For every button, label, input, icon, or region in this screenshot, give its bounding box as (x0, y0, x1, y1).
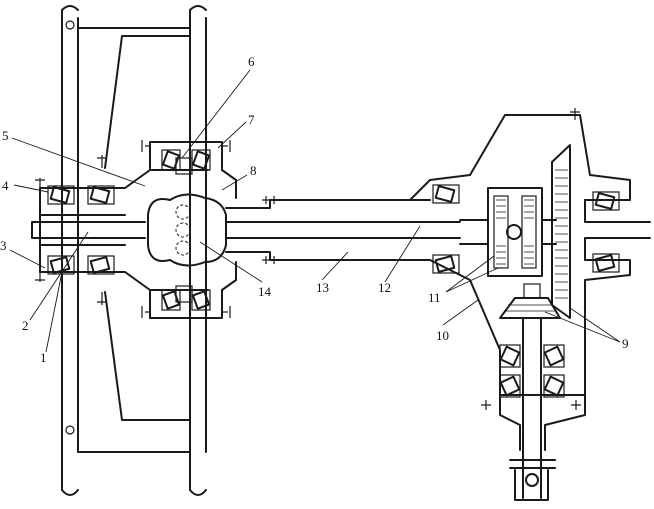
hub-reduction-housing (141, 140, 237, 319)
label-9: 9 (622, 336, 629, 351)
wheel-hub (31, 155, 209, 305)
leader-lines (9, 69, 621, 353)
label-5: 5 (2, 128, 9, 143)
label-3: 3 (0, 238, 7, 253)
label-10: 10 (436, 328, 449, 343)
callout-labels: 1 2 3 4 5 6 7 8 9 10 11 12 13 14 (0, 54, 629, 365)
label-1: 1 (40, 350, 47, 365)
label-13: 13 (316, 280, 329, 295)
crown-wheel (551, 144, 571, 319)
wheel-rim (61, 5, 207, 496)
cv-joint (147, 193, 227, 267)
label-14: 14 (258, 284, 272, 299)
main-reducer-housing (269, 108, 651, 410)
drive-pinion (499, 283, 586, 501)
label-11: 11 (428, 290, 441, 305)
hub-bearings (47, 185, 115, 275)
label-8: 8 (250, 163, 257, 178)
label-2: 2 (22, 318, 29, 333)
axle-housing (225, 196, 461, 264)
label-12: 12 (378, 280, 391, 295)
label-4: 4 (2, 178, 9, 193)
label-7: 7 (248, 112, 255, 127)
differential-gears (459, 187, 557, 277)
label-6: 6 (248, 54, 255, 69)
